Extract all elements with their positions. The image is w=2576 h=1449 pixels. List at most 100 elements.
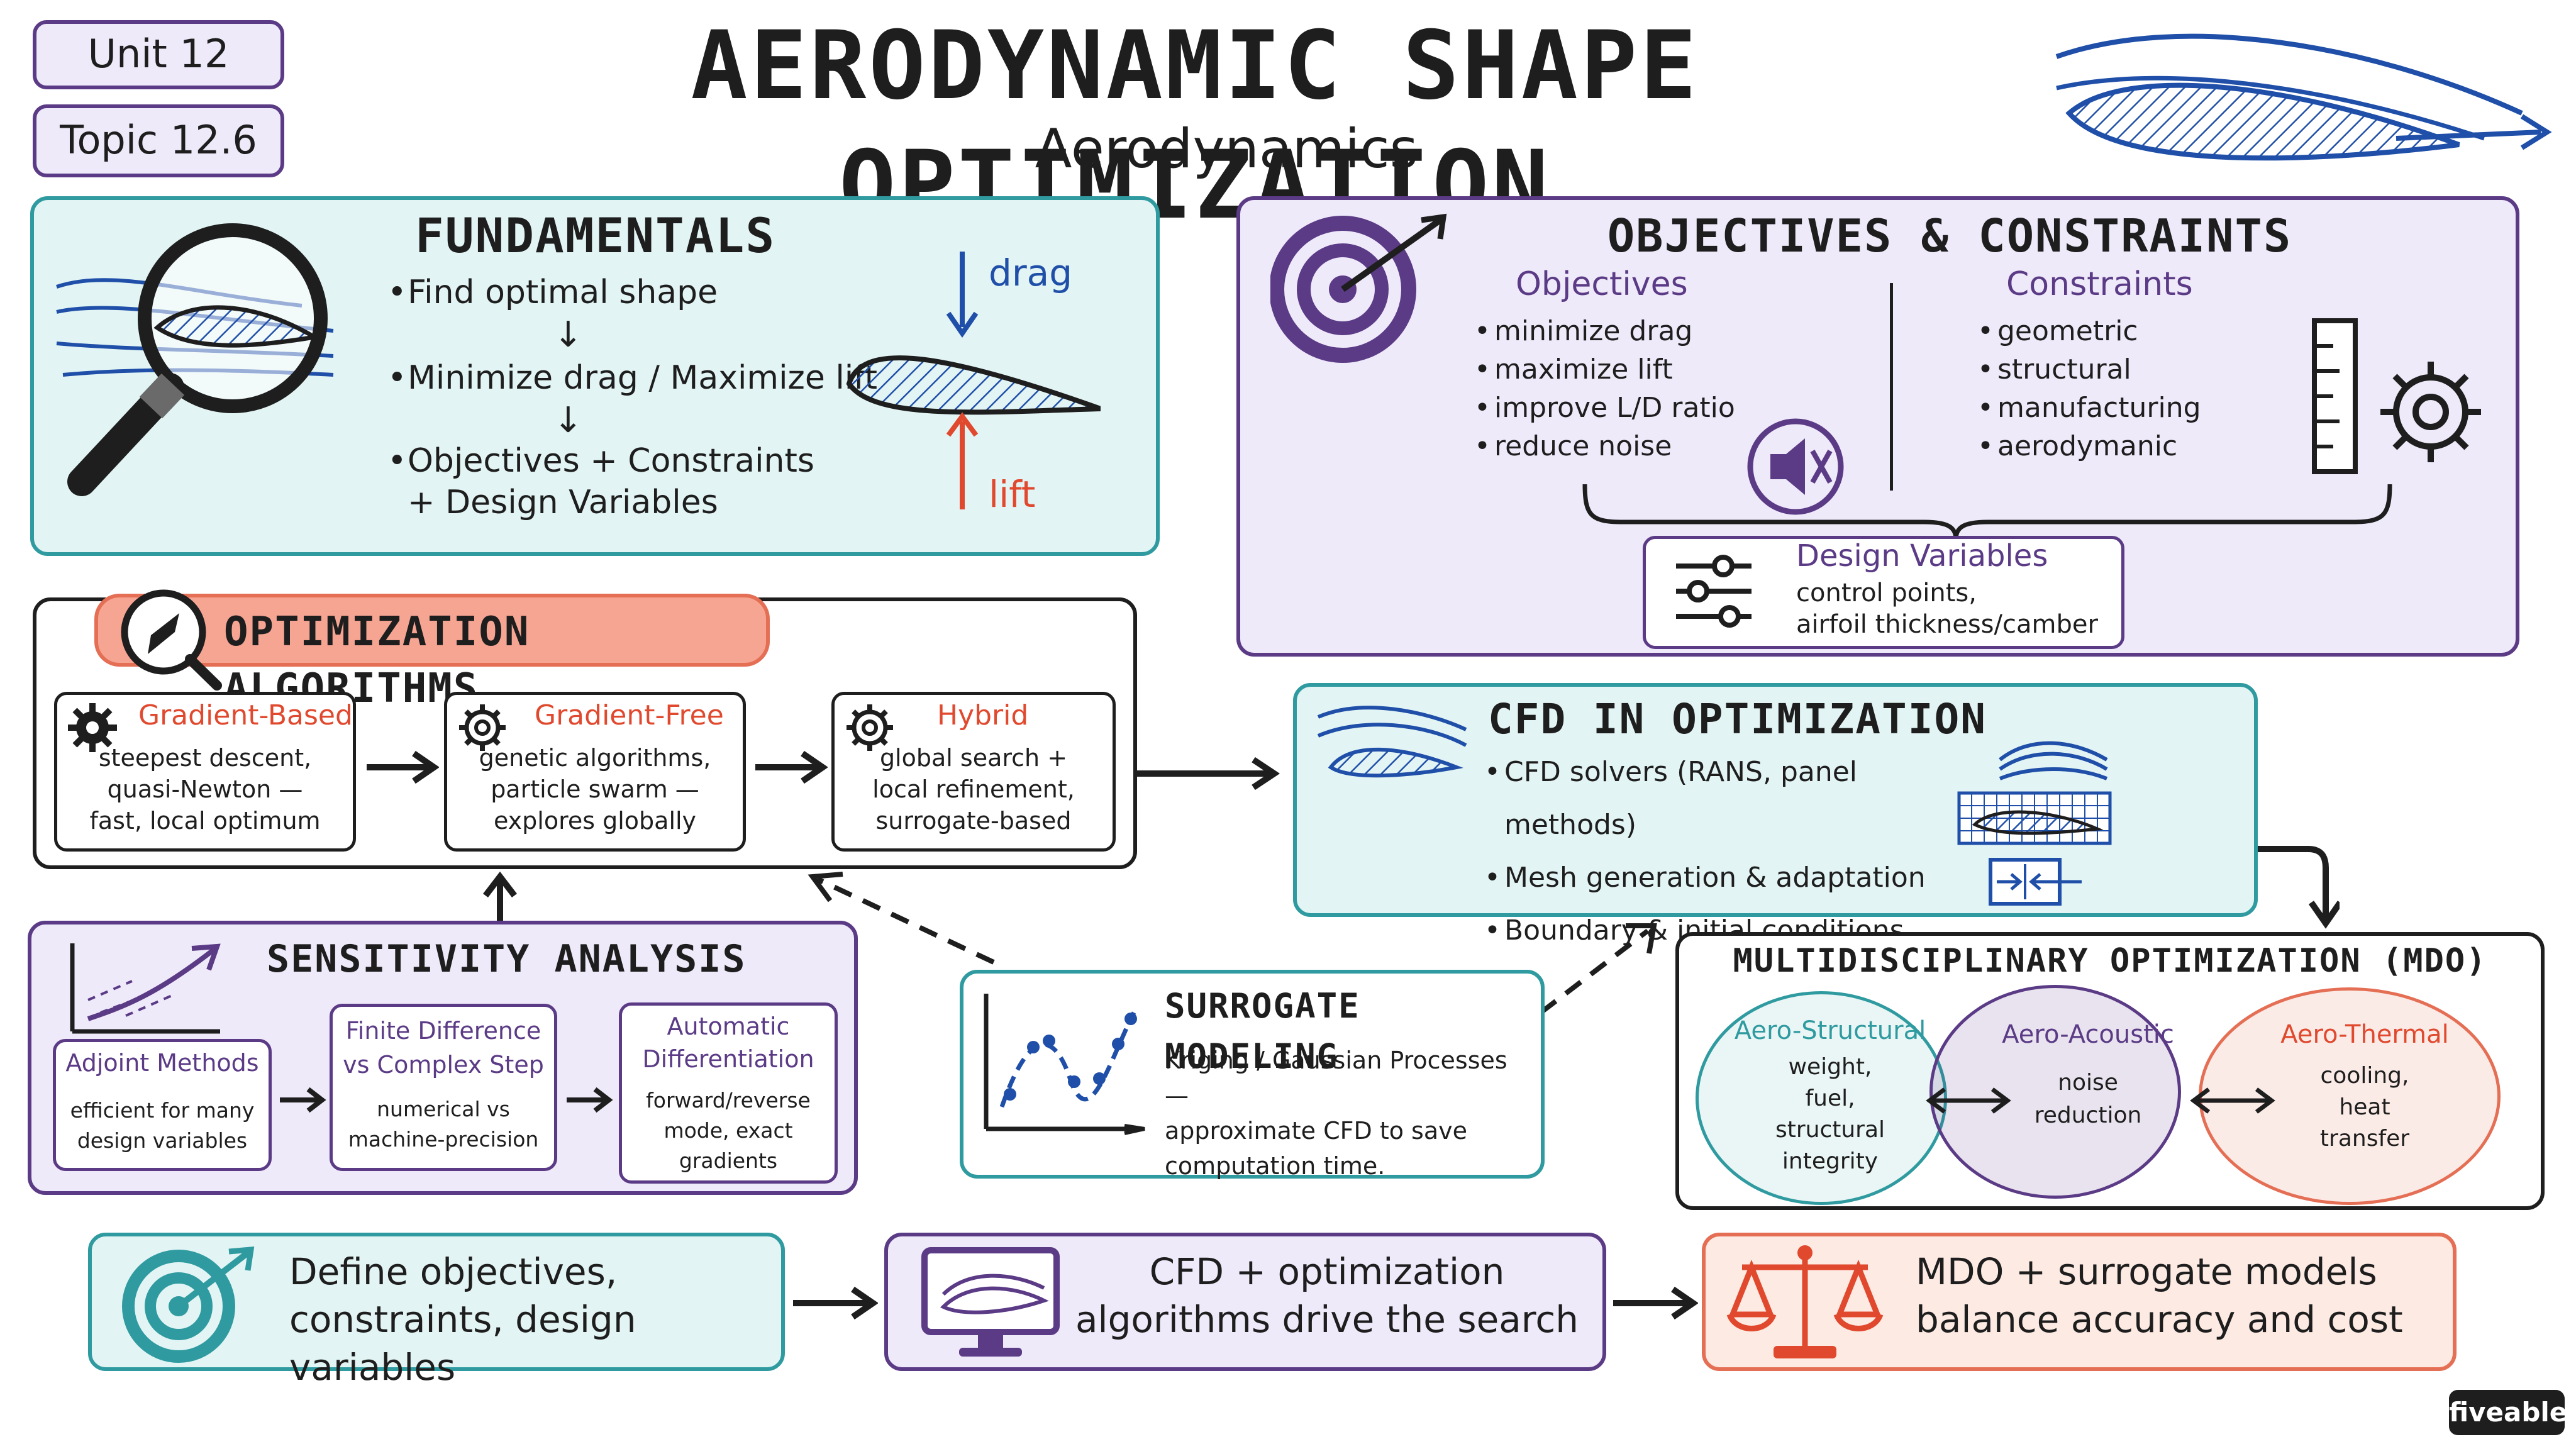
airfoil-streamlines-icon bbox=[1317, 706, 1467, 778]
cfd-item: CFD solvers (RANS, panel methods) bbox=[1482, 746, 1997, 852]
page-subtitle: Aerodynamics bbox=[1035, 118, 1418, 180]
summary-line: Define objectives, bbox=[289, 1250, 618, 1293]
sensitivity-card-body: efficient for many design variables bbox=[57, 1096, 268, 1156]
objectives-heading: Objectives bbox=[1516, 265, 1688, 303]
sensitivity-card-line: design variables bbox=[77, 1128, 248, 1153]
fundamentals-list: Find optimal shape bbox=[385, 270, 1052, 314]
summary-line: constraints, design variables bbox=[289, 1298, 636, 1389]
down-arrow-glyph: ↓ bbox=[553, 314, 583, 355]
surrogate-title: SURROGATE MODELING bbox=[1165, 986, 1360, 1076]
constraints-list: geometric structural manufacturing aerod… bbox=[1975, 312, 2327, 465]
monitor-icon bbox=[921, 1247, 1060, 1357]
sensitivity-card-line: efficient for many bbox=[70, 1098, 255, 1123]
column-divider bbox=[1890, 283, 1893, 491]
surrogate-panel bbox=[960, 970, 1545, 1179]
mdo-circle-line: transfer bbox=[2319, 1126, 2410, 1152]
page-title: AERODYNAMIC SHAPE OPTIMIZATION bbox=[691, 11, 1699, 240]
arrow-right-icon bbox=[367, 750, 439, 784]
fundamentals-list: Objectives + Constraints + Design Variab… bbox=[385, 440, 838, 523]
objective-item: maximize lift bbox=[1472, 350, 1849, 389]
summary-text: Define objectives, constraints, design v… bbox=[289, 1248, 780, 1391]
algorithm-card-title: Hybrid bbox=[937, 699, 1029, 731]
algorithm-card-hybrid bbox=[831, 692, 1116, 852]
sensitivity-title: SENSITIVITY ANALYSIS bbox=[267, 937, 747, 981]
algorithms-title-ribbon bbox=[94, 594, 770, 667]
sensitivity-card-title: Finite Difference vs Complex Step bbox=[333, 1014, 553, 1082]
objective-item: reduce noise bbox=[1472, 427, 1849, 465]
mdo-circle-aero-structural bbox=[1696, 991, 1947, 1205]
flow-lines-icon bbox=[1999, 741, 2108, 780]
gear-icon bbox=[68, 703, 117, 752]
speaker-mute-icon bbox=[1747, 418, 1844, 515]
algorithm-card-line: fast, local optimum bbox=[89, 807, 321, 835]
summary-line: MDO + surrogate models bbox=[1916, 1250, 2377, 1293]
sensitivity-card-finite-difference bbox=[330, 1004, 557, 1171]
algorithm-card-body: global search + local refinement, surrog… bbox=[838, 742, 1109, 836]
sensitivity-card-body: forward/reverse mode, exact gradients bbox=[623, 1085, 834, 1176]
algorithm-card-line: surrogate-based bbox=[875, 807, 1072, 835]
sensitivity-card-title: Adjoint Methods bbox=[65, 1049, 259, 1077]
mdo-title: MULTIDISCIPLINARY OPTIMIZATION (MDO) bbox=[1733, 942, 2487, 980]
design-variables-heading: Design Variables bbox=[1796, 538, 2048, 574]
mdo-circle-title: Aero-Thermal bbox=[2280, 1020, 2449, 1049]
design-variables-line: airfoil thickness/camber bbox=[1796, 610, 2098, 639]
arrow-down-to-mdo-connector bbox=[2258, 846, 2340, 929]
cfd-list: CFD solvers (RANS, panel methods) Mesh g… bbox=[1482, 746, 1997, 957]
sensitivity-card-line: forward/reverse bbox=[646, 1088, 811, 1113]
sensitivity-card-line: numerical vs bbox=[377, 1097, 510, 1121]
sensitivity-card-line: mode, exact bbox=[663, 1118, 793, 1143]
surrogate-curve-icon bbox=[984, 994, 1145, 1135]
dashed-arrow-connector bbox=[808, 872, 995, 965]
mdo-circle-title: Aero-Acoustic bbox=[2002, 1020, 2174, 1049]
surrogate-body: Kriging / Gaussian Processes — approxima… bbox=[1165, 1043, 1536, 1184]
gear-icon bbox=[2380, 362, 2481, 462]
surrogate-line: approximate CFD to save bbox=[1165, 1117, 1468, 1145]
constraints-heading: Constraints bbox=[2006, 265, 2193, 303]
objective-item: improve L/D ratio bbox=[1472, 389, 1849, 427]
constraint-item: structural bbox=[1975, 350, 2327, 389]
algorithm-card-line: particle swarm — bbox=[491, 775, 699, 803]
brace-connector bbox=[1582, 484, 2392, 540]
arrow-right-icon bbox=[755, 750, 828, 784]
mdo-circle-line: reduction bbox=[2034, 1102, 2142, 1128]
sensitivity-card-title: Automatic Differentiation bbox=[623, 1010, 834, 1075]
sliders-icon bbox=[1676, 555, 1752, 628]
mdo-circle-line: fuel, bbox=[1805, 1085, 1855, 1111]
mdo-circle-body: noise reduction bbox=[1981, 1067, 2195, 1132]
mdo-circle-line: heat bbox=[2339, 1094, 2390, 1120]
objectives-list: minimize drag maximize lift improve L/D … bbox=[1472, 312, 1849, 465]
algorithm-card-body: genetic algorithms, particle swarm — exp… bbox=[450, 742, 740, 836]
double-arrow-icon bbox=[1926, 1087, 2011, 1114]
fundamentals-list: Minimize drag / Maximize lift bbox=[385, 356, 1052, 400]
mdo-circle-body: cooling, heat transfer bbox=[2251, 1060, 2478, 1155]
balance-scale-icon bbox=[1726, 1245, 1884, 1358]
boundary-arrows-icon bbox=[1989, 858, 2082, 906]
mdo-circle-aero-thermal bbox=[2199, 987, 2501, 1205]
gear-outline-icon bbox=[847, 704, 893, 751]
compass-search-icon bbox=[121, 589, 222, 691]
arrow-to-cfd-connector bbox=[1137, 757, 1280, 791]
sensitivity-card-automatic-differentiation bbox=[619, 1002, 838, 1184]
fundamentals-item: Minimize drag / Maximize lift bbox=[385, 356, 1052, 400]
magnifier-icon bbox=[56, 223, 334, 496]
ruler-icon bbox=[2312, 318, 2358, 474]
algorithm-card-title: Gradient-Free bbox=[535, 699, 724, 731]
down-arrow-glyph: ↓ bbox=[553, 400, 583, 441]
arrow-right-icon bbox=[1613, 1286, 1698, 1320]
arrow-right-icon bbox=[793, 1286, 878, 1320]
summary-line: algorithms drive the search bbox=[1075, 1298, 1579, 1341]
target-icon bbox=[1270, 213, 1447, 363]
unit-badge: Unit 12 bbox=[33, 20, 284, 89]
mdo-circle-line: noise bbox=[2058, 1070, 2118, 1096]
surrogate-line: computation time. bbox=[1165, 1152, 1385, 1180]
mdo-circle-line: integrity bbox=[1782, 1148, 1879, 1174]
drag-label: drag bbox=[989, 252, 1073, 294]
arrow-right-icon bbox=[280, 1087, 326, 1113]
topic-badge: Topic 12.6 bbox=[33, 104, 284, 177]
summary-line: balance accuracy and cost bbox=[1916, 1298, 2403, 1341]
algorithm-card-line: genetic algorithms, bbox=[479, 744, 711, 772]
constraint-item: aerodymanic bbox=[1975, 427, 2327, 465]
summary-text: MDO + surrogate models balance accuracy … bbox=[1916, 1248, 2444, 1343]
mdo-circle-line: weight, bbox=[1788, 1054, 1872, 1080]
algorithm-card-line: local refinement, bbox=[872, 775, 1075, 803]
